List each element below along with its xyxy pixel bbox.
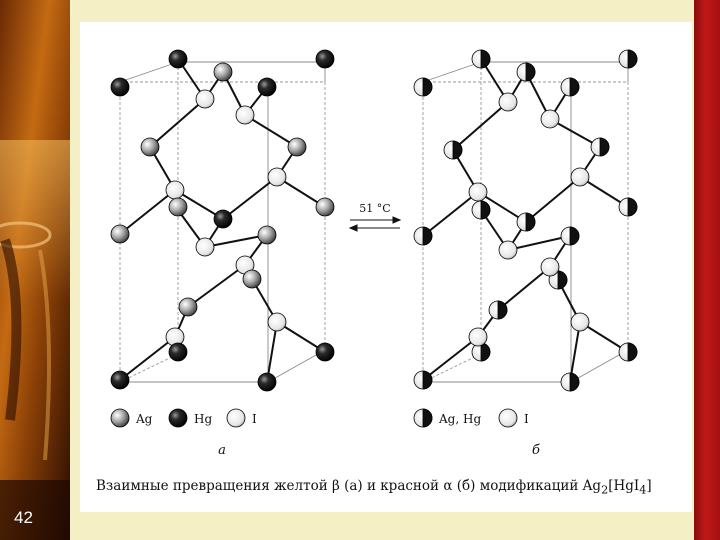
caption-text: Взаимные превращения желтой β (а) и крас… (96, 478, 602, 494)
caption-formula-end: ] (646, 478, 652, 494)
ag-atom-legend-icon (110, 408, 130, 428)
structure-b (413, 49, 638, 392)
structure-a-label: а (218, 443, 226, 458)
figure-caption: Взаимные превращения желтой β (а) и крас… (96, 478, 652, 497)
transition-arrows (348, 216, 402, 232)
transition-temperature-label: 51 °C (359, 202, 390, 215)
ag-hg-atom-legend-icon (413, 408, 433, 428)
legend-hg-label: Hg (194, 412, 212, 426)
decorative-right-bar (694, 0, 720, 540)
legend-ag-label: Ag (135, 412, 153, 426)
caption-subscript-1: 2 (601, 483, 609, 497)
crystal-structure-figure: 51 °C Ag Hg I Ag, Hg I а б Взаимные прев… (80, 22, 692, 512)
caption-subscript-2: 4 (639, 483, 647, 497)
i-atom-legend-icon (226, 408, 246, 428)
legend-b: Ag, Hg I (413, 408, 529, 428)
legend-i-label: I (252, 412, 257, 426)
legend-ag-hg-label: Ag, Hg (438, 412, 481, 426)
legend-a: Ag Hg I (110, 408, 257, 428)
i-atom-legend-icon-b (498, 408, 518, 428)
crystal-structures-diagram: 51 °C Ag Hg I Ag, Hg I а б (110, 49, 638, 458)
structure-a (110, 49, 335, 392)
hg-atom-legend-icon (168, 408, 188, 428)
decorative-left-panel: 42 (0, 0, 70, 540)
slide-number: 42 (14, 508, 33, 527)
glass-beaker-image (0, 0, 70, 540)
structure-b-label: б (532, 443, 540, 458)
caption-formula-mid: [HgI (608, 478, 640, 494)
legend-i-label-b: I (524, 412, 529, 426)
